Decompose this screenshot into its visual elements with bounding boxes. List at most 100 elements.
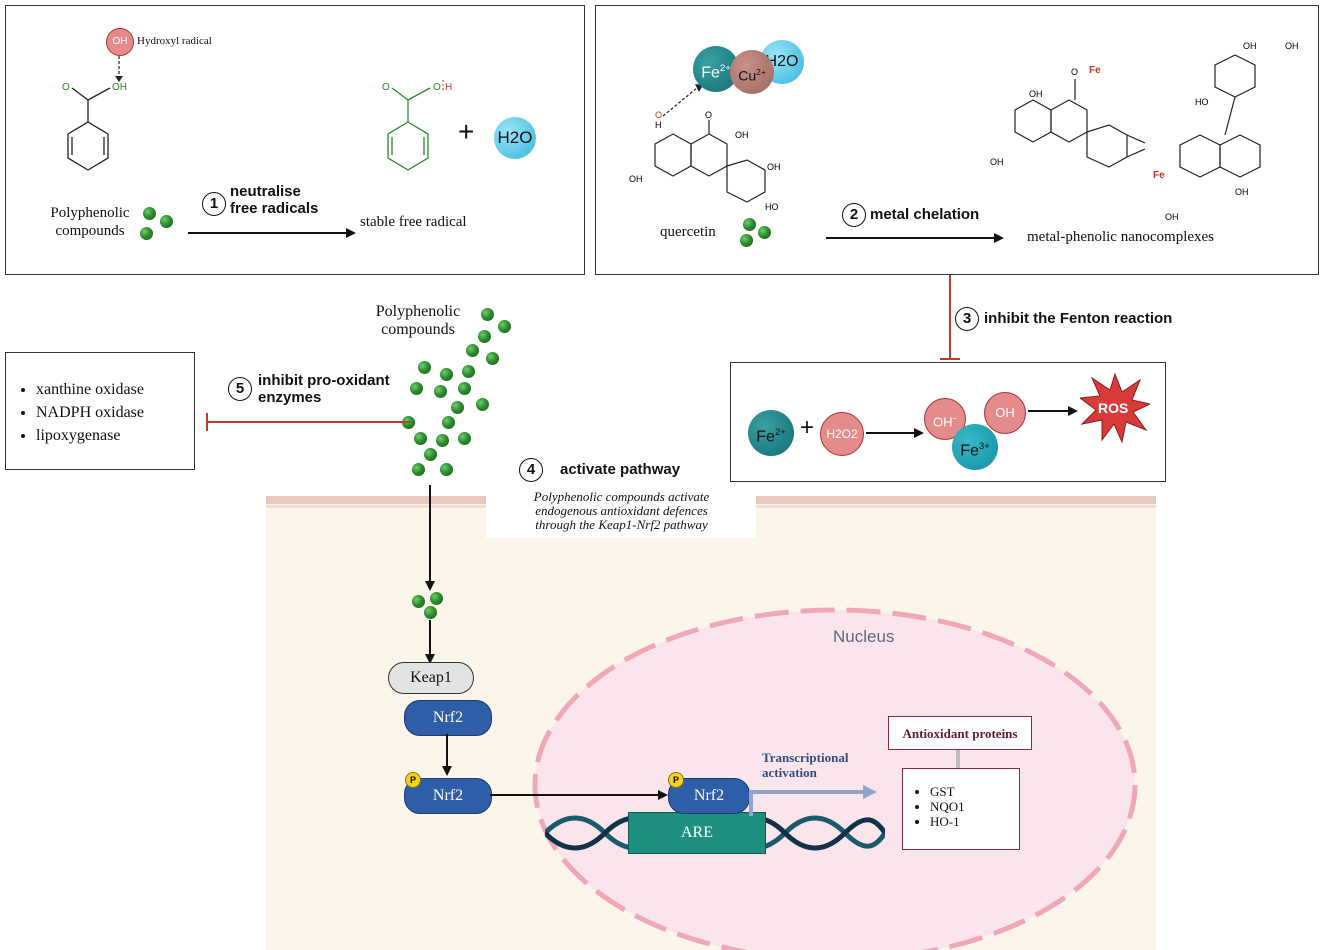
inhibit-enzymes-line: [206, 413, 410, 431]
svg-text:OH: OH: [1285, 41, 1299, 51]
stable-radical-label: stable free radical: [360, 214, 467, 230]
polyphenol-dot: [143, 207, 156, 220]
protein-list-box: [902, 768, 1020, 850]
svg-text:HO: HO: [765, 202, 779, 212]
ros-label: ROS: [1098, 400, 1129, 416]
enzyme-item: NADPH oxidase: [36, 401, 144, 424]
nucleus-label: Nucleus: [833, 627, 895, 646]
polyphenol-dot: [481, 308, 494, 321]
svg-text:Fe: Fe: [1153, 170, 1165, 181]
polyphenol-dot: [410, 382, 423, 395]
polyphenol-dot: [140, 227, 153, 240]
inhibit-fenton-line: [940, 275, 960, 360]
polyphenol-dot: [160, 215, 173, 228]
svg-text:OH: OH: [1243, 41, 1257, 51]
enzyme-list: xanthine oxidase NADPH oxidase lipoxygen…: [18, 378, 144, 447]
svg-text:O: O: [705, 110, 712, 120]
step-number-1: 1: [202, 192, 226, 216]
nanocomplex-label: metal-phenolic nanocomplexes: [1027, 229, 1215, 245]
pathway-description-bg: [486, 490, 756, 538]
svg-text:H: H: [445, 82, 452, 93]
step-number-2: 2: [842, 203, 866, 227]
quercetin-molecule: O H O OH OH HO OH: [629, 84, 781, 212]
svg-text:H: H: [655, 120, 662, 130]
cu2-ion: Cu2+: [730, 50, 774, 94]
polyphenolic-label-1: Polyphenolic compounds: [50, 205, 130, 239]
polyphenol-dot: [434, 385, 447, 398]
svg-text:HO: HO: [1195, 97, 1209, 107]
polyphenol-dot: [458, 432, 471, 445]
enzymes-box: [5, 352, 195, 470]
transcription-arrow: [749, 785, 877, 816]
polyphenol-dot: [458, 382, 471, 395]
svg-text:OH: OH: [1235, 187, 1249, 197]
plus-sign: +: [458, 116, 475, 147]
svg-text:Fe: Fe: [1089, 65, 1101, 76]
hydroxyl-oh: OH: [112, 36, 128, 47]
polyphenol-dot: [498, 320, 511, 333]
polyphenol-dot: [412, 463, 425, 476]
step-label-4: activate pathway: [560, 461, 681, 478]
pathway-description: Polyphenolic compounds activate endogeno…: [533, 489, 710, 532]
nrf2-protein-bound: Nrf2: [404, 700, 492, 736]
polyphenol-dot: [478, 330, 491, 343]
protein-item: HO-1: [930, 814, 965, 829]
fenton-arrow-2: [1028, 406, 1078, 416]
step-number-5: 5: [228, 377, 252, 401]
step-label-2: metal chelation: [870, 206, 980, 223]
svg-text:OH: OH: [112, 82, 127, 93]
step-label-5: inhibit pro-oxidant enzymes: [258, 372, 390, 406]
polyphenol-dot: [466, 344, 479, 357]
panel-neutralise: [5, 5, 585, 275]
svg-text:OH: OH: [1165, 212, 1179, 222]
polyphenol-dot: [486, 352, 499, 365]
polyphenol-dot: [424, 606, 437, 619]
arrow-nrf2-to-nucleus: [490, 790, 668, 800]
arrow-into-cell: [425, 485, 435, 591]
step-number-4: 4: [519, 458, 543, 482]
protein-connector: [956, 750, 960, 768]
polyphenol-dot: [440, 368, 453, 381]
polyphenol-dot: [418, 361, 431, 374]
polyphenol-dot: [462, 365, 475, 378]
svg-text:OH: OH: [990, 157, 1004, 167]
polyphenol-dot: [758, 226, 771, 239]
metal-phenolic-nanocomplex: O Fe OH OH Fe OH OH HO OH OH: [990, 41, 1299, 222]
fenton-arrow-1: [866, 428, 924, 438]
polyphenol-dot: [476, 398, 489, 411]
polyphenol-dot: [414, 432, 427, 445]
enzyme-item: lipoxygenase: [36, 424, 144, 447]
svg-text:O: O: [655, 110, 662, 120]
svg-text:O: O: [433, 82, 441, 93]
benzoic-acid-molecule: OH O: [62, 56, 127, 171]
step-number-3: 3: [955, 307, 979, 331]
svg-text:OH: OH: [735, 130, 749, 140]
water-molecule: H2O: [494, 117, 536, 159]
h2o2-molecule: H2O2: [820, 412, 864, 456]
svg-text:O: O: [1071, 67, 1078, 77]
stable-radical-molecule: O H O: [382, 80, 452, 171]
phosphate-badge: P: [668, 772, 684, 788]
hydroxyl-label: Hydroxyl radical: [137, 35, 212, 47]
fenton-fe2-ion: Fe2+: [748, 410, 794, 456]
enzyme-item: xanthine oxidase: [36, 378, 144, 401]
transcription-label: Transcriptional activation: [762, 750, 849, 780]
arrow-to-keap1: [425, 620, 435, 664]
polyphenol-dot: [440, 463, 453, 476]
are-element: ARE: [628, 812, 766, 854]
hydroxyl-radical-ion: OH: [984, 392, 1026, 434]
hydroxyl-radical-circle: OH: [106, 28, 134, 56]
fenton-fe3-ion: Fe3+: [952, 424, 998, 470]
antioxidant-proteins-header: Antioxidant proteins: [888, 716, 1032, 750]
svg-text:O: O: [382, 82, 390, 93]
polyphenol-dot: [412, 595, 425, 608]
svg-text:OH: OH: [767, 162, 781, 172]
svg-text:O: O: [62, 82, 70, 93]
step-label-3: inhibit the Fenton reaction: [984, 310, 1173, 327]
arrow-to-phospho-nrf2: [442, 734, 452, 776]
phosphate-badge: P: [405, 772, 421, 788]
protein-item: NQO1: [930, 799, 965, 814]
protein-list: GST NQO1 HO-1: [912, 784, 965, 829]
step-label-1: neutralise free radicals: [230, 183, 319, 217]
quercetin-label: quercetin: [660, 224, 716, 240]
